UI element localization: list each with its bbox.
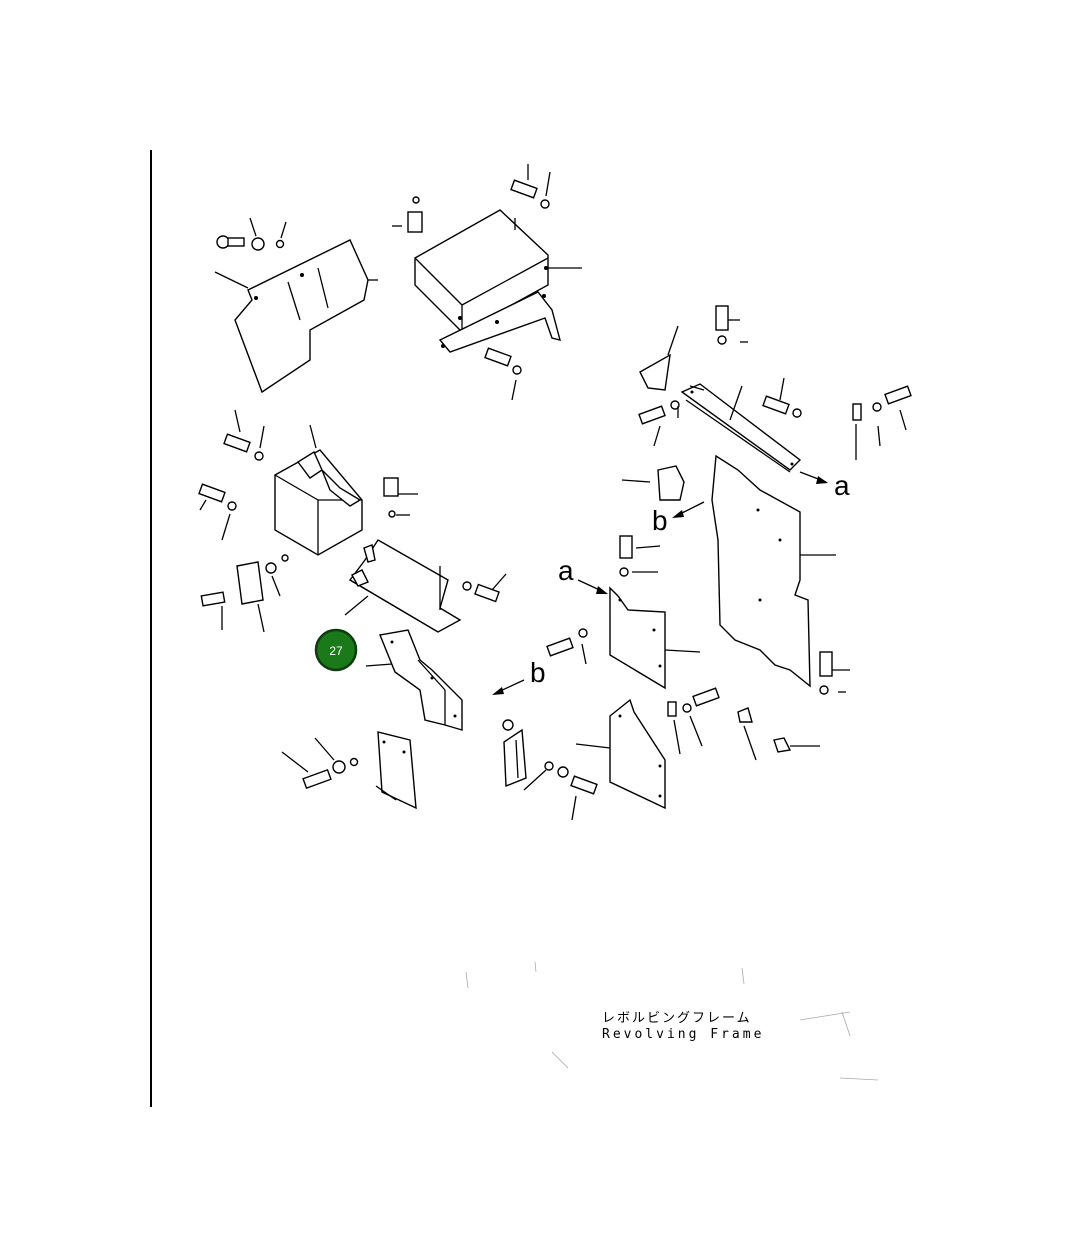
bolt-set-center <box>546 628 588 665</box>
box-bracket-left <box>274 424 363 556</box>
bolt-set-lower-right <box>667 687 820 761</box>
block-right <box>621 465 685 501</box>
badge-circle[interactable] <box>314 628 358 672</box>
bolt-set-far-right <box>852 385 912 460</box>
long-rail-right <box>638 377 802 473</box>
arrow-b-lower: b <box>492 657 546 695</box>
small-bracket-right-top <box>639 325 679 391</box>
label-b-upper: b <box>652 505 668 536</box>
small-part-lower-center <box>502 719 598 821</box>
label-b-lower: b <box>530 657 546 688</box>
bolt-washer-set-top-left <box>216 217 287 251</box>
label-a-left: a <box>558 555 574 586</box>
badge-number: 27 <box>329 644 343 658</box>
label-a-right: a <box>834 470 850 501</box>
bracket-top-center <box>414 209 582 353</box>
legend-japanese: レボルビングフレーム <box>602 1011 752 1026</box>
bolt-set-left-upper <box>198 409 265 541</box>
arrow-a-left: a <box>558 555 608 594</box>
diagram-legend: レボルビングフレーム Revolving Frame <box>602 1011 764 1042</box>
large-panel-right <box>711 454 850 695</box>
panel-lower-center <box>575 698 666 810</box>
arrow-a-right: a <box>799 470 850 501</box>
panel-center-right <box>609 586 701 690</box>
arrow-b-upper: b <box>652 501 705 536</box>
legend-english: Revolving Frame <box>602 1027 764 1042</box>
small-plate-left <box>200 554 289 633</box>
bolt-set-top-center <box>392 164 551 401</box>
bolt-set-center-right <box>619 535 661 577</box>
bolt-set-center-small <box>383 477 418 518</box>
scan-noise <box>465 961 879 1081</box>
long-plate-center-left <box>344 539 507 633</box>
bracket-lower-left <box>365 629 463 731</box>
part-number-badge[interactable]: 27 <box>314 628 358 672</box>
bolt-set-lower-left <box>281 731 417 810</box>
cover-plate-top-left <box>214 239 378 394</box>
bolt-set-right-top <box>715 305 748 345</box>
